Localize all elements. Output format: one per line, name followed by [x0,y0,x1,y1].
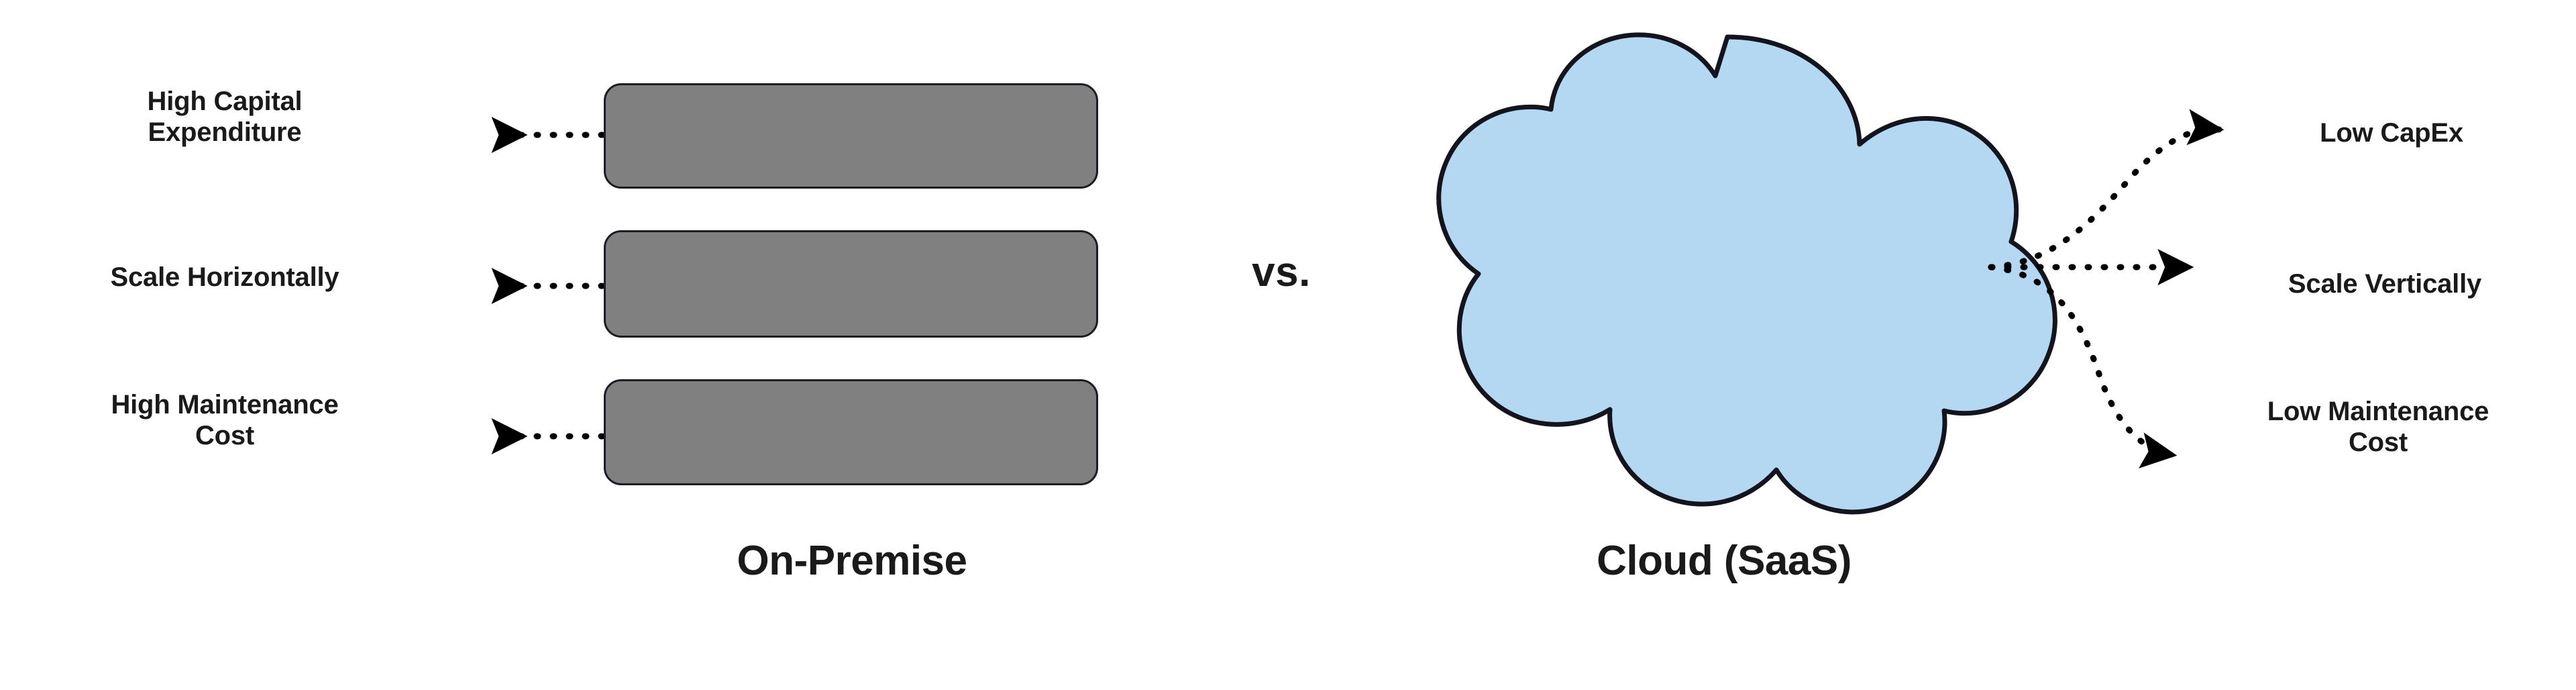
label-scale-vertically: Scale Vertically [2288,269,2482,299]
caption-on-premise: On-Premise [737,538,967,584]
server-box-1 [604,83,1098,189]
versus-label: vs. [1252,249,1311,295]
label-scale-horizontally: Scale Horizontally [110,262,339,292]
connector-low-maintenance-cost [1988,264,2178,469]
cloud-icon [1436,32,2057,515]
label-high-maintenance-cost: High Maintenance Cost [111,390,339,451]
caption-cloud-saas: Cloud (SaaS) [1597,538,1851,584]
server-box-3 [604,379,1098,485]
server-box-2 [604,230,1098,338]
label-low-maintenance-cost: Low Maintenance Cost [2267,397,2489,458]
label-low-capex: Low CapEx [2320,118,2463,148]
label-high-capital-expenditure: High Capital Expenditure [147,87,303,148]
connector-low-capex [1988,109,2224,270]
